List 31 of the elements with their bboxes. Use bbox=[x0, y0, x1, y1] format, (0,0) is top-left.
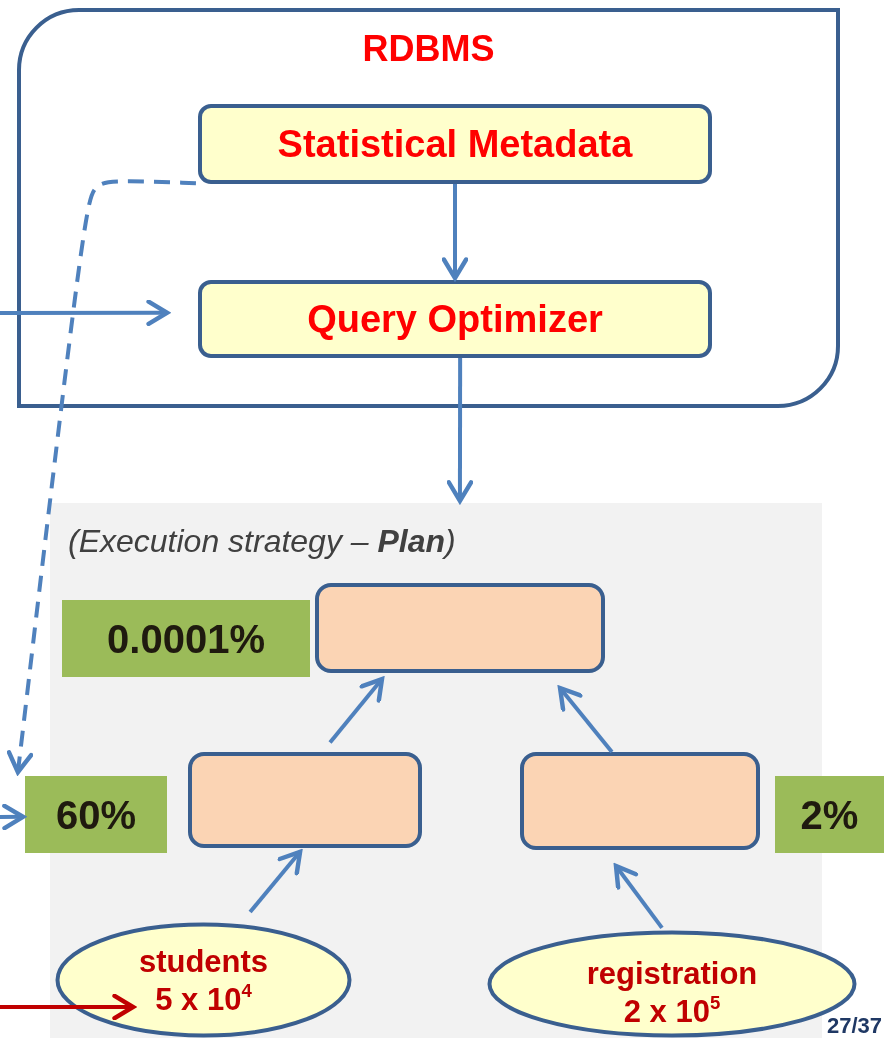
arrow bbox=[0, 993, 136, 1021]
percentage-label: 0.0001% bbox=[106, 616, 266, 661]
arrow bbox=[557, 685, 614, 754]
arrow bbox=[328, 676, 385, 744]
arrow bbox=[0, 803, 26, 831]
frame-title: RDBMS bbox=[361, 28, 496, 70]
selectivity-box bbox=[25, 776, 167, 853]
percentage-label: 60% bbox=[54, 792, 138, 837]
row-count: 5 x 10$^{4}$ bbox=[154, 982, 253, 1018]
arrow bbox=[613, 863, 664, 930]
arrow bbox=[446, 358, 474, 504]
operator-box bbox=[188, 752, 422, 848]
percentage-label: 2% bbox=[799, 792, 860, 837]
process-box bbox=[198, 104, 712, 184]
box-label: Statistical Metadata bbox=[276, 122, 634, 166]
table-name: registration bbox=[585, 956, 759, 992]
table-name: students bbox=[137, 944, 270, 980]
arrow bbox=[0, 299, 170, 327]
table-ellipse bbox=[55, 922, 352, 1038]
arrow bbox=[441, 184, 469, 281]
box-label: Query Optimizer bbox=[306, 297, 604, 341]
selectivity-box bbox=[775, 776, 884, 853]
system-frame bbox=[17, 8, 840, 408]
panel-heading: (Execution strategy – Plan) bbox=[68, 523, 456, 560]
dashed-arrow bbox=[6, 179, 196, 775]
operator-box bbox=[315, 583, 605, 673]
process-box bbox=[198, 280, 712, 358]
operator-box bbox=[520, 752, 760, 850]
arrow bbox=[248, 849, 303, 914]
selectivity-box bbox=[62, 600, 310, 677]
page-number: 27/37 bbox=[826, 1014, 882, 1038]
